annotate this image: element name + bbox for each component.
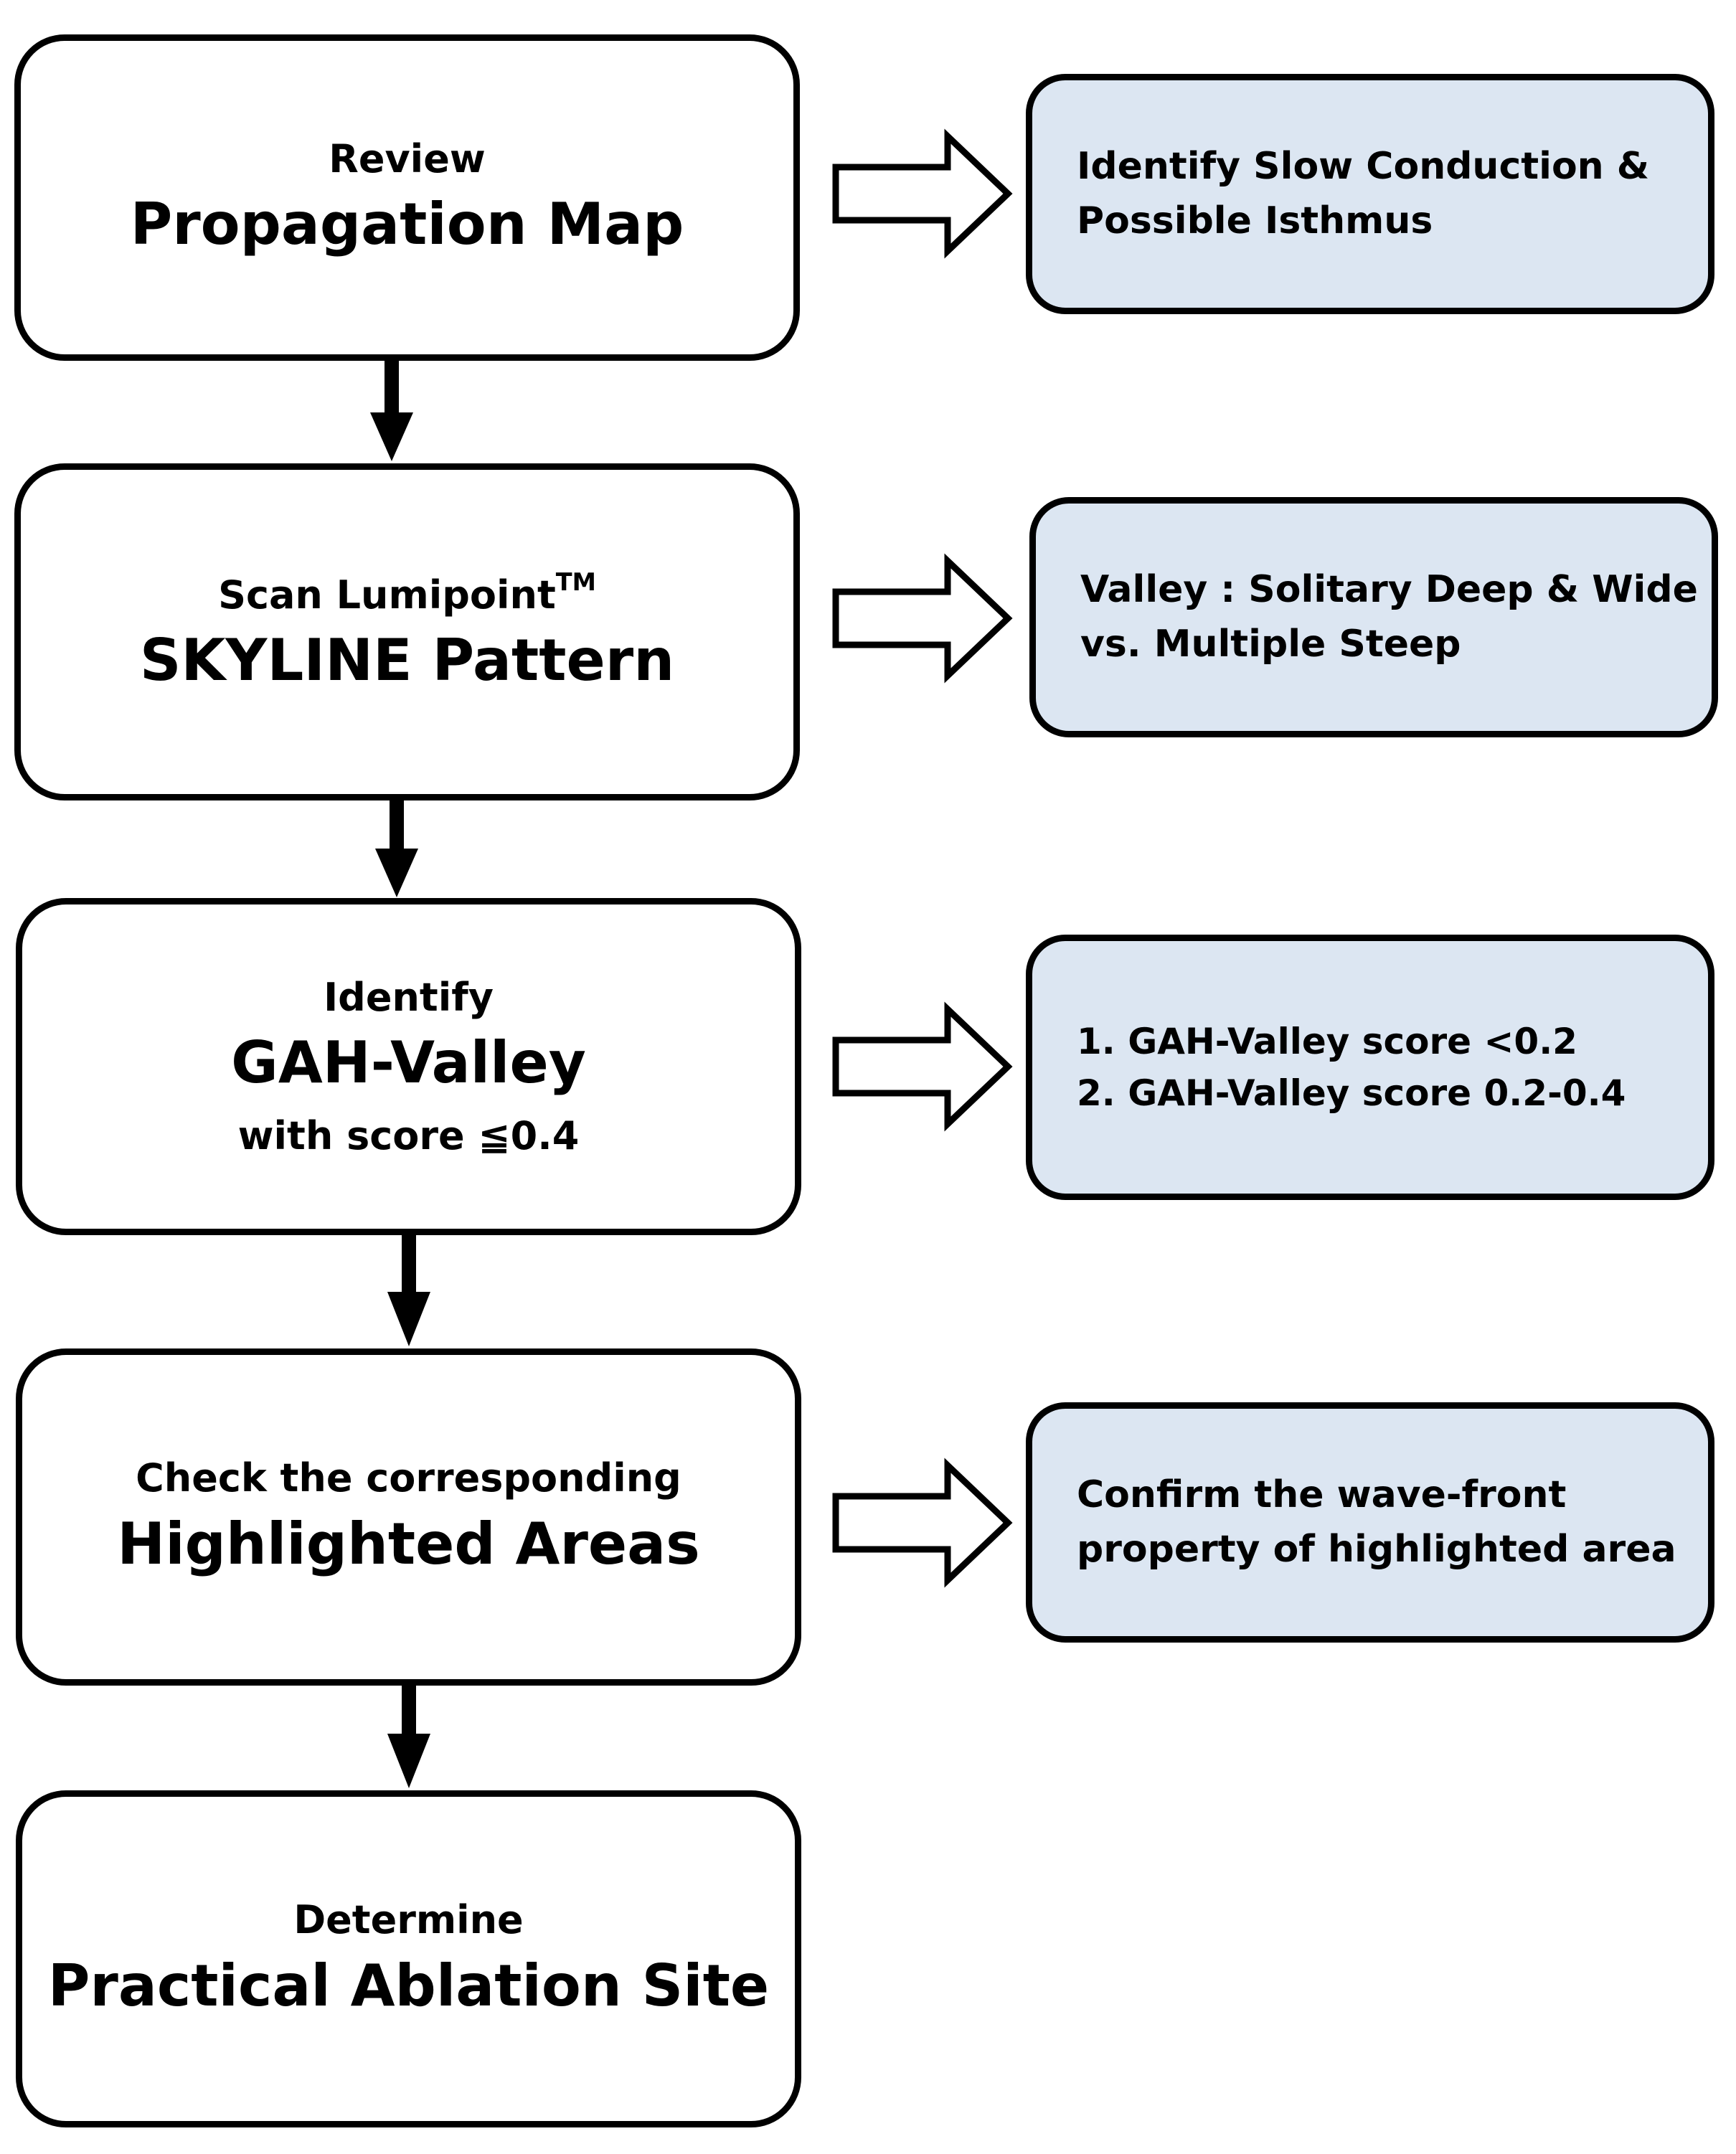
step-determine-ablation-site: Determine Practical Ablation Site — [16, 1790, 801, 2127]
note-line: vs. Multiple Steep — [1080, 622, 1461, 666]
note-line: Identify Slow Conduction & — [1077, 145, 1650, 189]
note-valley-pattern: Valley : Solitary Deep & Wide vs. Multip… — [1029, 497, 1718, 737]
step-check-highlighted-areas: Check the corresponding Highlighted Area… — [16, 1348, 801, 1686]
note-line: Valley : Solitary Deep & Wide — [1080, 568, 1698, 612]
step-scan-skyline-pattern: Scan LumipointTM SKYLINE Pattern — [14, 463, 800, 800]
note-line: 1. GAH-Valley score <0.2 — [1077, 1020, 1577, 1062]
right-arrow-icon — [836, 136, 1008, 251]
note-gah-valley-scores: 1. GAH-Valley score <0.2 2. GAH-Valley s… — [1026, 935, 1714, 1200]
down-arrow-icon — [375, 800, 418, 897]
step-title: SKYLINE Pattern — [139, 627, 675, 694]
note-wave-front-property: Confirm the wave-front property of highl… — [1026, 1402, 1714, 1643]
trademark-mark: TM — [555, 567, 596, 596]
step-title: Propagation Map — [130, 191, 684, 258]
note-line: 2. GAH-Valley score 0.2-0.4 — [1077, 1072, 1626, 1114]
step-title: Highlighted Areas — [117, 1510, 700, 1577]
step-label: Review — [329, 136, 486, 181]
step-title: GAH-Valley — [231, 1029, 586, 1096]
note-line: Confirm the wave-front — [1077, 1473, 1567, 1517]
right-arrow-icon — [836, 1009, 1008, 1124]
down-arrow-icon — [387, 1686, 430, 1788]
right-arrow-icon — [836, 1465, 1008, 1580]
step-identify-gah-valley: Identify GAH-Valley with score ≦0.4 — [16, 898, 801, 1235]
note-line: property of highlighted area — [1077, 1527, 1676, 1571]
right-arrow-icon — [836, 561, 1008, 676]
step-subtitle: with score ≦0.4 — [237, 1113, 580, 1158]
step-title: Practical Ablation Site — [47, 1952, 770, 2019]
down-arrow-icon — [370, 361, 413, 461]
down-arrow-icon — [387, 1235, 430, 1346]
step-label: Check the corresponding — [136, 1455, 681, 1501]
step-label: Determine — [293, 1897, 524, 1943]
note-slow-conduction: Identify Slow Conduction & Possible Isth… — [1026, 74, 1714, 314]
step-label: Scan LumipointTM — [218, 567, 596, 618]
step-review-propagation-map: Review Propagation Map — [14, 34, 800, 361]
step-label: Identify — [324, 974, 494, 1020]
note-line: Possible Isthmus — [1077, 199, 1433, 242]
